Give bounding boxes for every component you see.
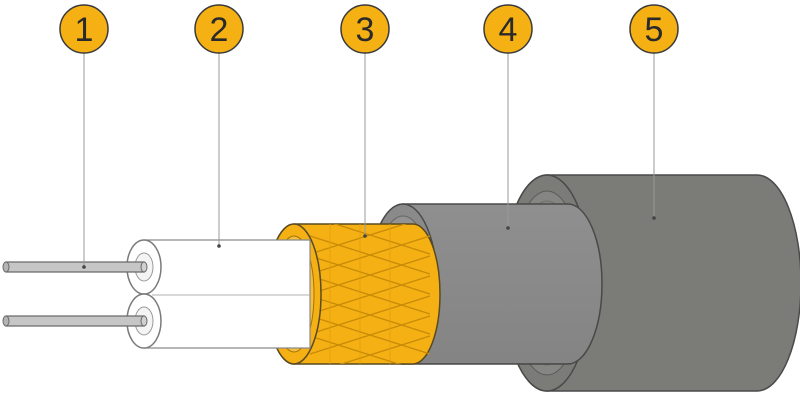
leader-dots (82, 216, 656, 269)
badge-3-number: 3 (356, 11, 375, 49)
badge-2-number: 2 (210, 11, 229, 49)
badge-4: 4 (483, 4, 533, 54)
badge-2: 2 (194, 4, 244, 54)
badge-1-number: 1 (75, 11, 94, 49)
conductors (2, 261, 148, 327)
braid-pattern (309, 224, 431, 364)
insulated-cores (126, 239, 311, 349)
badge-5: 5 (629, 4, 679, 54)
badge-5-number: 5 (645, 11, 664, 49)
badge-4-number: 4 (499, 11, 518, 49)
badge-3: 3 (340, 4, 390, 54)
badge-1: 1 (59, 4, 109, 54)
leader-lines (83, 52, 655, 267)
